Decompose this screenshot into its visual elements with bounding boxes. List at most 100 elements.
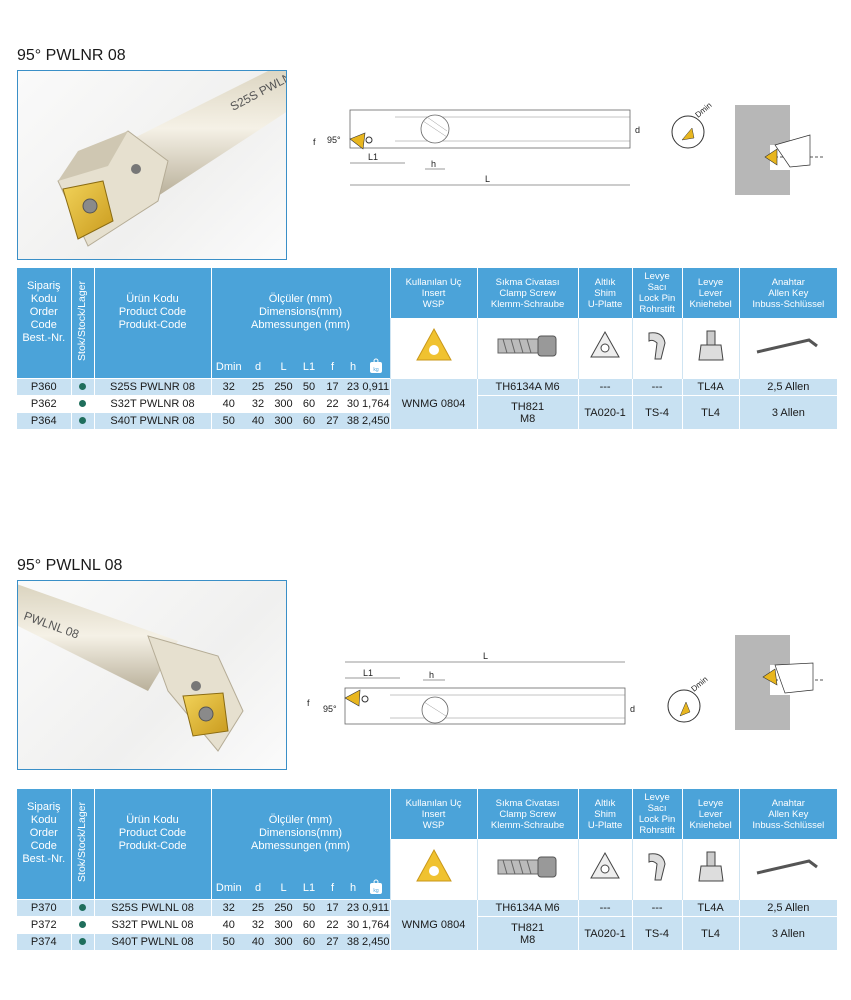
section-title-pwlnr: 95° PWLNR 08 [17, 47, 126, 64]
table-cell: --- [631, 899, 683, 917]
header-line: Insert [421, 808, 446, 820]
dim-col-d: d [246, 356, 270, 379]
table-cell: 38 [344, 933, 362, 950]
header-line: Sacı [647, 282, 667, 293]
table-cell: 32 [210, 378, 246, 396]
header-line: Kodu [30, 292, 57, 305]
dimensions-header: Ölçüler (mm)Dimensions(mm)Abmessungen (m… [210, 789, 391, 877]
header-line: M8 [519, 933, 536, 946]
header-line: Anahtar [771, 797, 805, 809]
dim-col-dmin: Dmin [210, 356, 246, 379]
table-cell: S25S PWLNR 08 [93, 378, 211, 396]
table-cell: 27 [321, 933, 344, 950]
header-line: Clamp Screw [499, 808, 556, 820]
header-line: Dimensions(mm) [258, 826, 343, 839]
table-cell: 60 [297, 933, 321, 950]
table-cell: TS-4 [631, 916, 683, 950]
angle-label: 95° [327, 135, 341, 145]
table-cell: 0,911 [362, 899, 391, 917]
table-cell: 32 [246, 916, 270, 934]
svg-text:Dmin: Dmin [694, 101, 714, 120]
dim-col-f: f [321, 877, 344, 900]
table-cell: 300 [270, 916, 297, 934]
table-cell: 50 [297, 378, 321, 396]
dim-col-f: f [321, 356, 344, 379]
stock-indicator [79, 383, 86, 390]
header-line: Order [29, 305, 58, 318]
table-cell: S40T PWLNR 08 [93, 412, 211, 429]
header-line: Klemm-Schraube [490, 298, 565, 310]
svg-text:kg: kg [373, 367, 379, 373]
header-line: Altlık [594, 276, 616, 288]
shim-icon [577, 839, 633, 900]
header-line: Clamp Screw [499, 287, 556, 299]
angle-label: 95° [323, 704, 337, 714]
stock-indicator [79, 417, 86, 424]
table-cell: P362 [17, 395, 71, 413]
header-line: Allen Key [768, 808, 809, 820]
table-cell: P364 [17, 412, 71, 429]
table-cell: 0,911 [362, 378, 391, 396]
header-line: M8 [519, 412, 536, 425]
table-cell: S40T PWLNL 08 [93, 933, 211, 950]
header-line: Inbuss-Schlüssel [752, 819, 825, 831]
header-line: Sıkma Civatası [495, 797, 560, 809]
header-line: Rohrstift [639, 825, 675, 836]
header-line: Ölçüler (mm) [268, 292, 333, 305]
tool-drawing-pwlnl: L L1 h 95° f d [305, 650, 650, 730]
table-cell [70, 916, 94, 934]
svg-text:kg: kg [373, 888, 379, 894]
d-label: d [630, 704, 635, 714]
table-cell: TL4 [681, 395, 740, 429]
table-cell: 60 [297, 395, 321, 413]
header-line: Code [30, 839, 57, 852]
stock-header: Stok/Stock/Lager [70, 268, 94, 379]
table-cell: 3 Allen [738, 916, 838, 950]
table-cell: TA020-1 [577, 395, 633, 429]
dim-col-h: h [344, 877, 362, 900]
header-line: Inbuss-Schlüssel [752, 298, 825, 310]
table-cell: --- [631, 378, 683, 396]
allen-key-icon [738, 318, 838, 379]
stock-indicator [79, 938, 86, 945]
table-cell [70, 933, 94, 950]
table-cell: 1,764 [362, 395, 391, 413]
table-cell: TL4A [681, 378, 740, 396]
table-cell: S25S PWLNL 08 [93, 899, 211, 917]
l1-label: L1 [368, 152, 378, 162]
header-line: Ürün Kodu [126, 813, 179, 826]
header-line: Lock Pin [638, 814, 676, 825]
header-line: Abmessungen (mm) [251, 839, 351, 852]
weight-icon: kg [362, 356, 391, 379]
header-line: Klemm-Schraube [490, 819, 565, 831]
header-line: Lever [698, 287, 723, 299]
table-cell: TL4A [681, 899, 740, 917]
dmin-icon: Dmin [668, 100, 723, 160]
weight-icon: kg [362, 877, 391, 900]
lock-pin-icon [631, 839, 683, 900]
table-cell: 40 [210, 916, 246, 934]
svg-text:Dmin: Dmin [690, 675, 710, 694]
insert-icon [389, 839, 478, 900]
table-cell: 30 [344, 916, 362, 934]
stock-indicator [79, 921, 86, 928]
table-cell: --- [577, 899, 633, 917]
table-cell [70, 395, 94, 413]
header-line: Kodu [30, 813, 57, 826]
table-cell [17, 877, 71, 900]
header-line: Best.-Nr. [22, 852, 66, 865]
header-line: Kniehebel [689, 819, 732, 831]
header-line: Kullanılan Uç [405, 276, 462, 288]
stock-indicator [79, 904, 86, 911]
